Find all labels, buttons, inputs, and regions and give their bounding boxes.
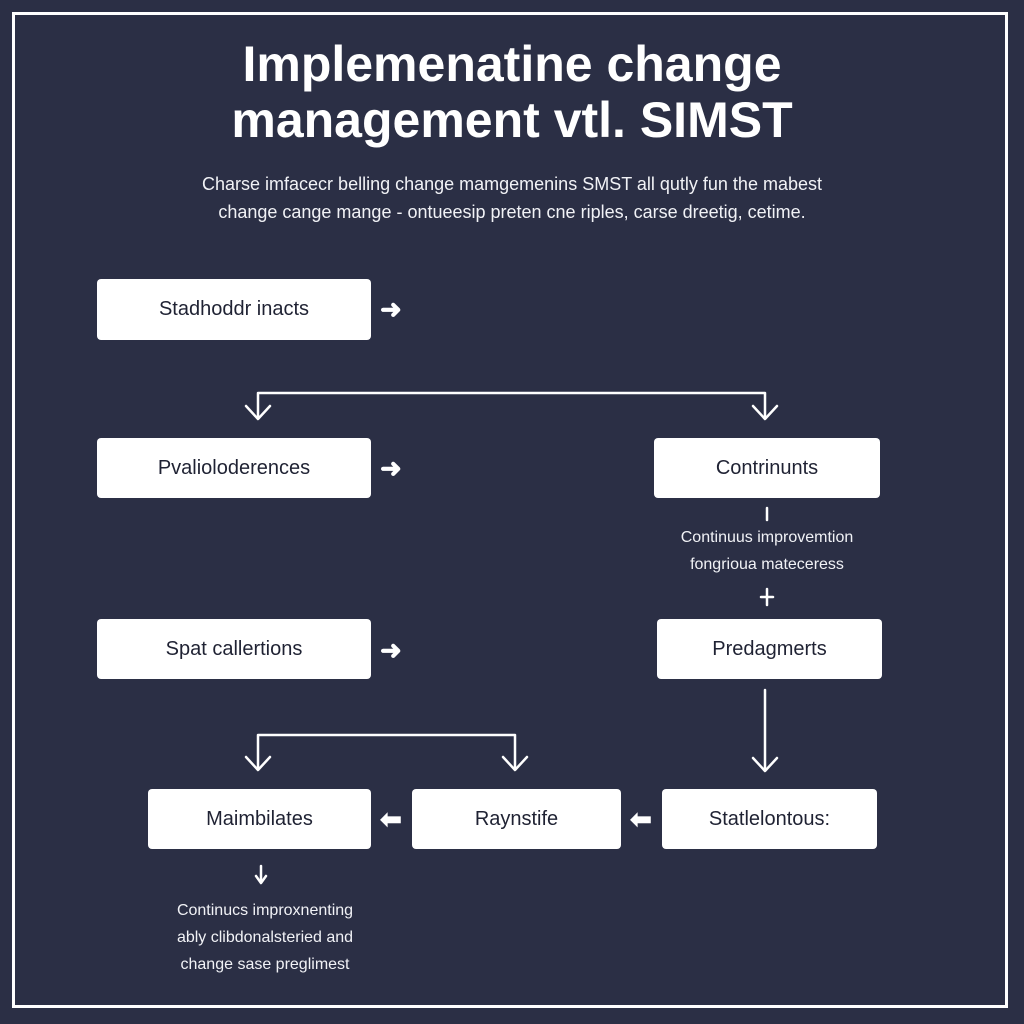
node-stakeholder: Stadhoddr inacts [97,279,371,340]
note-bottom: Continucs improxnenting ably clibdonalst… [120,897,410,978]
diagram-frame [12,12,1008,1008]
node-predagments: Predagmerts [657,619,882,679]
subtitle-line-2: change cange mange - ontueesip preten cn… [218,202,806,222]
page-title: Implemenatine change management vtl. SIM… [0,36,1024,148]
node-raynstife: Raynstife [412,789,621,849]
arrow-left-icon: ⬅ [380,804,402,834]
arrow-right-icon: ➜ [380,453,402,483]
node-preferences: Pvalioloderences [97,438,371,498]
note-bottom-line-3: change sase preglimest [180,956,350,973]
node-statelontous: Statlelontous: [662,789,877,849]
arrowhead-right-top [751,404,779,421]
arrowhead-bottom-small [254,874,268,885]
connector-mid-split [256,733,517,770]
arrowhead-left-top [244,404,272,421]
note-right-line-1: Continuus improvemtion [680,529,854,546]
note-right-line-2: fongrioua mateceress [690,556,844,573]
arrow-right-icon: ➜ [380,635,402,665]
title-line-2: management vtl. SIMST [231,92,793,148]
node-continuents: Contrinunts [654,438,880,498]
node-spat: Spat callertions [97,619,371,679]
subtitle-line-1: Charse imfacecr belling change mamgemeni… [202,174,822,194]
arrowhead-right-down [751,756,779,773]
arrowhead-mid-right [501,755,529,772]
note-continuous-improvement: Continuus improvemtion fongrioua matecer… [640,524,894,578]
connector-top-split [256,391,767,420]
title-line-1: Implemenatine change [242,36,782,92]
node-maimbilates: Maimbilates [148,789,371,849]
arrow-left-icon: ⬅ [630,804,652,834]
arrow-right-icon: ➜ [380,294,402,324]
arrowhead-mid-left [244,755,272,772]
note-bottom-line-1: Continucs improxnenting [176,902,354,919]
subtitle: Charse imfacecr belling change mamgemeni… [0,170,1024,226]
note-bottom-line-2: ably clibdonalsteried and [176,929,354,946]
